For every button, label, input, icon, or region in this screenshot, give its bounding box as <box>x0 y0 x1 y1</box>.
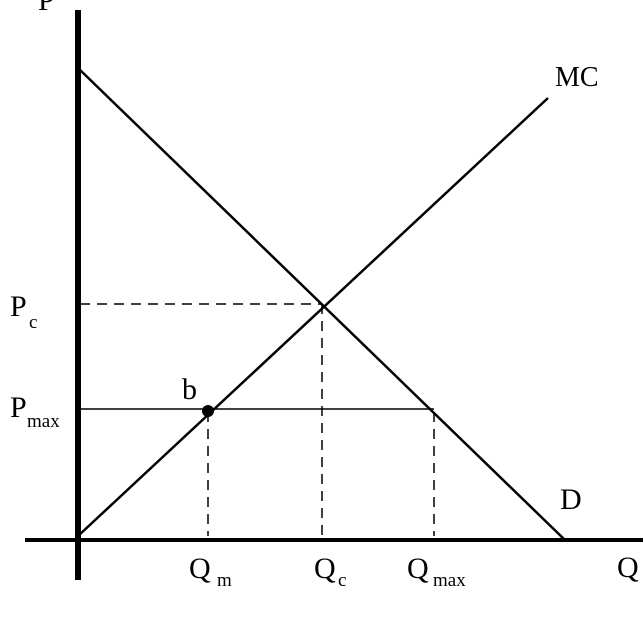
mc-curve <box>77 97 549 537</box>
pc-label-sub: c <box>29 312 37 333</box>
pc-label-main: P <box>10 290 27 323</box>
pmax-label-main: P <box>10 391 27 424</box>
qm-label-sub: m <box>217 570 232 591</box>
qmax-label-main: Q <box>407 552 429 585</box>
qm-label-main: Q <box>189 552 211 585</box>
qc-label-sub: c <box>338 570 346 591</box>
mc-curve-label: MC <box>555 62 599 93</box>
qc-label-main: Q <box>314 552 336 585</box>
demand-curve-label: D <box>560 483 582 516</box>
y-axis-label: P <box>38 0 55 17</box>
qmax-label-sub: max <box>433 570 466 591</box>
pmax-label-sub: max <box>27 411 60 432</box>
point-b-marker <box>202 405 214 417</box>
point-b-label: b <box>182 373 197 406</box>
x-axis-label: Q <box>617 551 639 584</box>
